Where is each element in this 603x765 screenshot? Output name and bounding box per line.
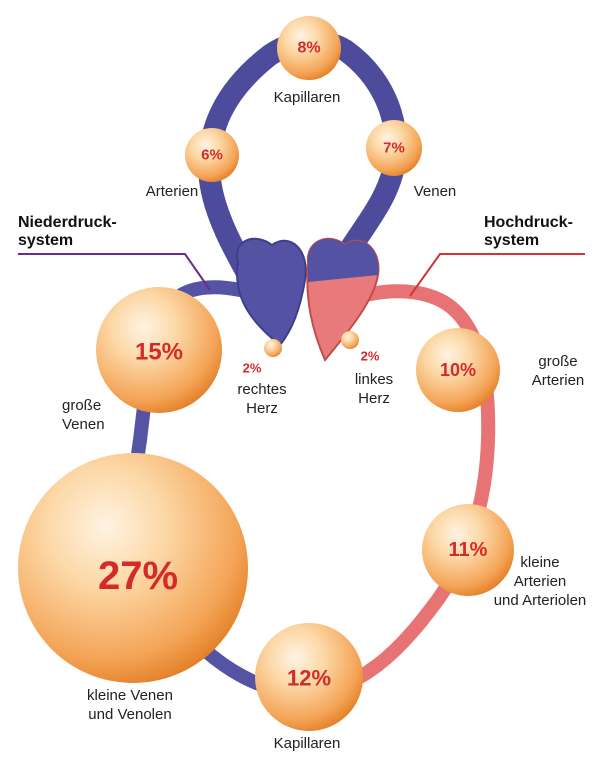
sphere-lung-capillaries [277,16,341,80]
percent-right-heart: 2% [243,361,262,376]
percent-lung-veins: 7% [383,140,405,157]
label-lung-veins: Venen [413,183,457,200]
sphere-large-arteries [416,328,500,412]
niederdruck-pointer-line [18,253,211,291]
percent-large-veins: 15% [135,339,183,366]
sphere-lung-veins [366,120,422,176]
sphere-small-arteries [422,504,514,596]
label-left-heart: linkes Herz [354,371,394,407]
label-lung-capillaries: Kapillaren [273,89,341,106]
hochdruck-pointer-line [409,253,585,297]
label-large-arteries: große Arterien [531,353,585,389]
right-heart-chamber [236,237,307,347]
left-heart-upper [307,238,379,282]
label-small-arteries: kleine Arterien und Arteriolen [493,554,587,609]
label-lung-arteries: Arterien [145,183,199,200]
label-large-veins: große Venen [62,397,105,433]
percent-small-veins: 27% [98,554,178,598]
percent-left-heart: 2% [361,349,380,364]
percent-large-arteries: 10% [440,360,476,380]
sphere-right-heart [264,339,282,357]
hochdruck-heading-text: Hochdruck- system [484,214,573,249]
sphere-small-veins [18,453,248,683]
hochdruck-heading: Hochdruck- system [484,214,573,250]
percent-lung-capillaries: 8% [297,40,320,57]
sphere-left-heart [341,331,359,349]
sphere-large-veins [96,287,222,413]
sphere-body-capillaries [255,623,363,731]
percent-body-capillaries: 12% [287,666,331,691]
systemic-arterial-vessels [298,284,496,702]
sphere-lung-arteries [185,128,239,182]
label-small-veins: kleine Venen und Venolen [87,687,173,723]
niederdruck-heading-text: Niederdruck- system [18,214,117,249]
percent-lung-arteries: 6% [201,147,223,164]
arterial-outflow-vessel [298,284,496,702]
heart [236,237,380,362]
label-right-heart: rechtes Herz [237,381,287,417]
volume-spheres: 8% 6% 7% 2% 2% 15% 10% 11% 27% 12% [18,16,514,731]
niederdruck-heading: Niederdruck- system [18,214,117,250]
label-body-capillaries: Kapillaren [273,735,341,752]
percent-small-arteries: 11% [449,539,488,561]
